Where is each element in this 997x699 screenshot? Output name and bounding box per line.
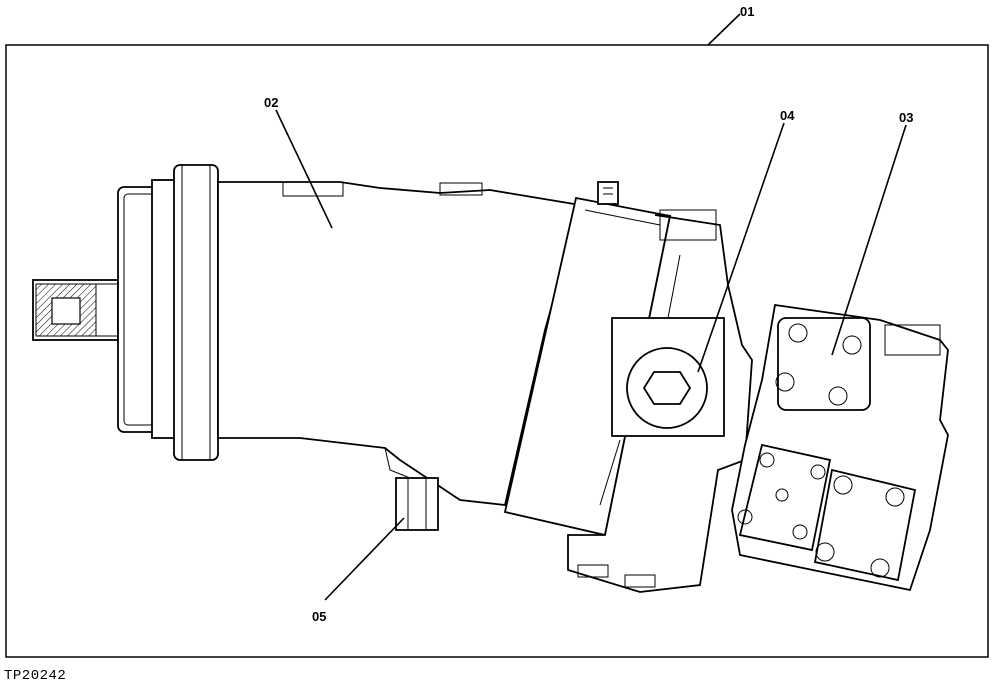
- drain-port-fitting: [395, 477, 439, 531]
- leader-01: [707, 13, 741, 46]
- control-regulator: [731, 303, 949, 592]
- figure-id: TP20242: [4, 668, 67, 684]
- control-cover-lower: [738, 443, 832, 552]
- callout-02: 02: [264, 95, 278, 110]
- callout-04: 04: [780, 108, 795, 123]
- leader-02: [275, 109, 333, 229]
- control-cover-upper: [777, 317, 871, 411]
- leader-03: [831, 124, 907, 356]
- pressure-cutoff-valve: [813, 468, 917, 582]
- drawing-frame: [5, 44, 989, 658]
- callout-01: 01: [740, 4, 754, 19]
- callout-03: 03: [899, 110, 913, 125]
- output-shaft: [32, 279, 119, 341]
- front-housing: [117, 179, 179, 439]
- leader-05: [324, 517, 405, 601]
- valve-block: [567, 209, 753, 593]
- mounting-flange: [173, 164, 219, 461]
- leader-lines: [275, 13, 907, 601]
- leader-04: [697, 122, 785, 373]
- callout-05: 05: [312, 609, 326, 624]
- hex-plug: [642, 371, 692, 405]
